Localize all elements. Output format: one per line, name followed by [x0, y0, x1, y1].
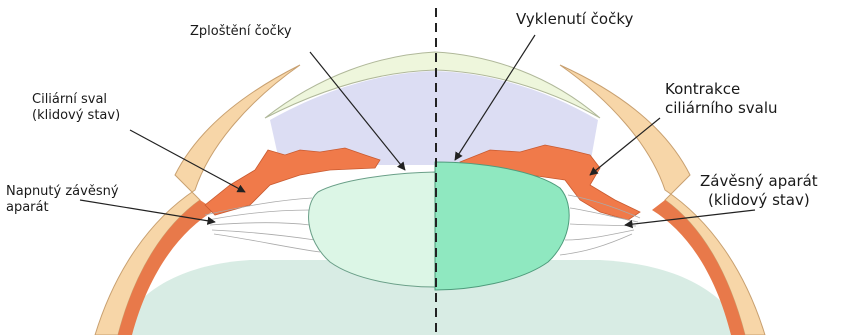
label-ciliary-muscle-relaxed: Ciliární sval (klidový stav): [32, 92, 120, 125]
label-lens-bulging: Vyklenutí čočky: [516, 10, 633, 29]
label-lens-flattening: Zploštění čočky: [190, 24, 292, 40]
label-zonules-relaxed: Závěsný aparát (klidový stav): [700, 172, 818, 210]
label-taut-zonules: Napnutý závěsný aparát: [6, 184, 119, 217]
label-ciliary-contraction: Kontrakce ciliárního svalu: [665, 80, 778, 118]
